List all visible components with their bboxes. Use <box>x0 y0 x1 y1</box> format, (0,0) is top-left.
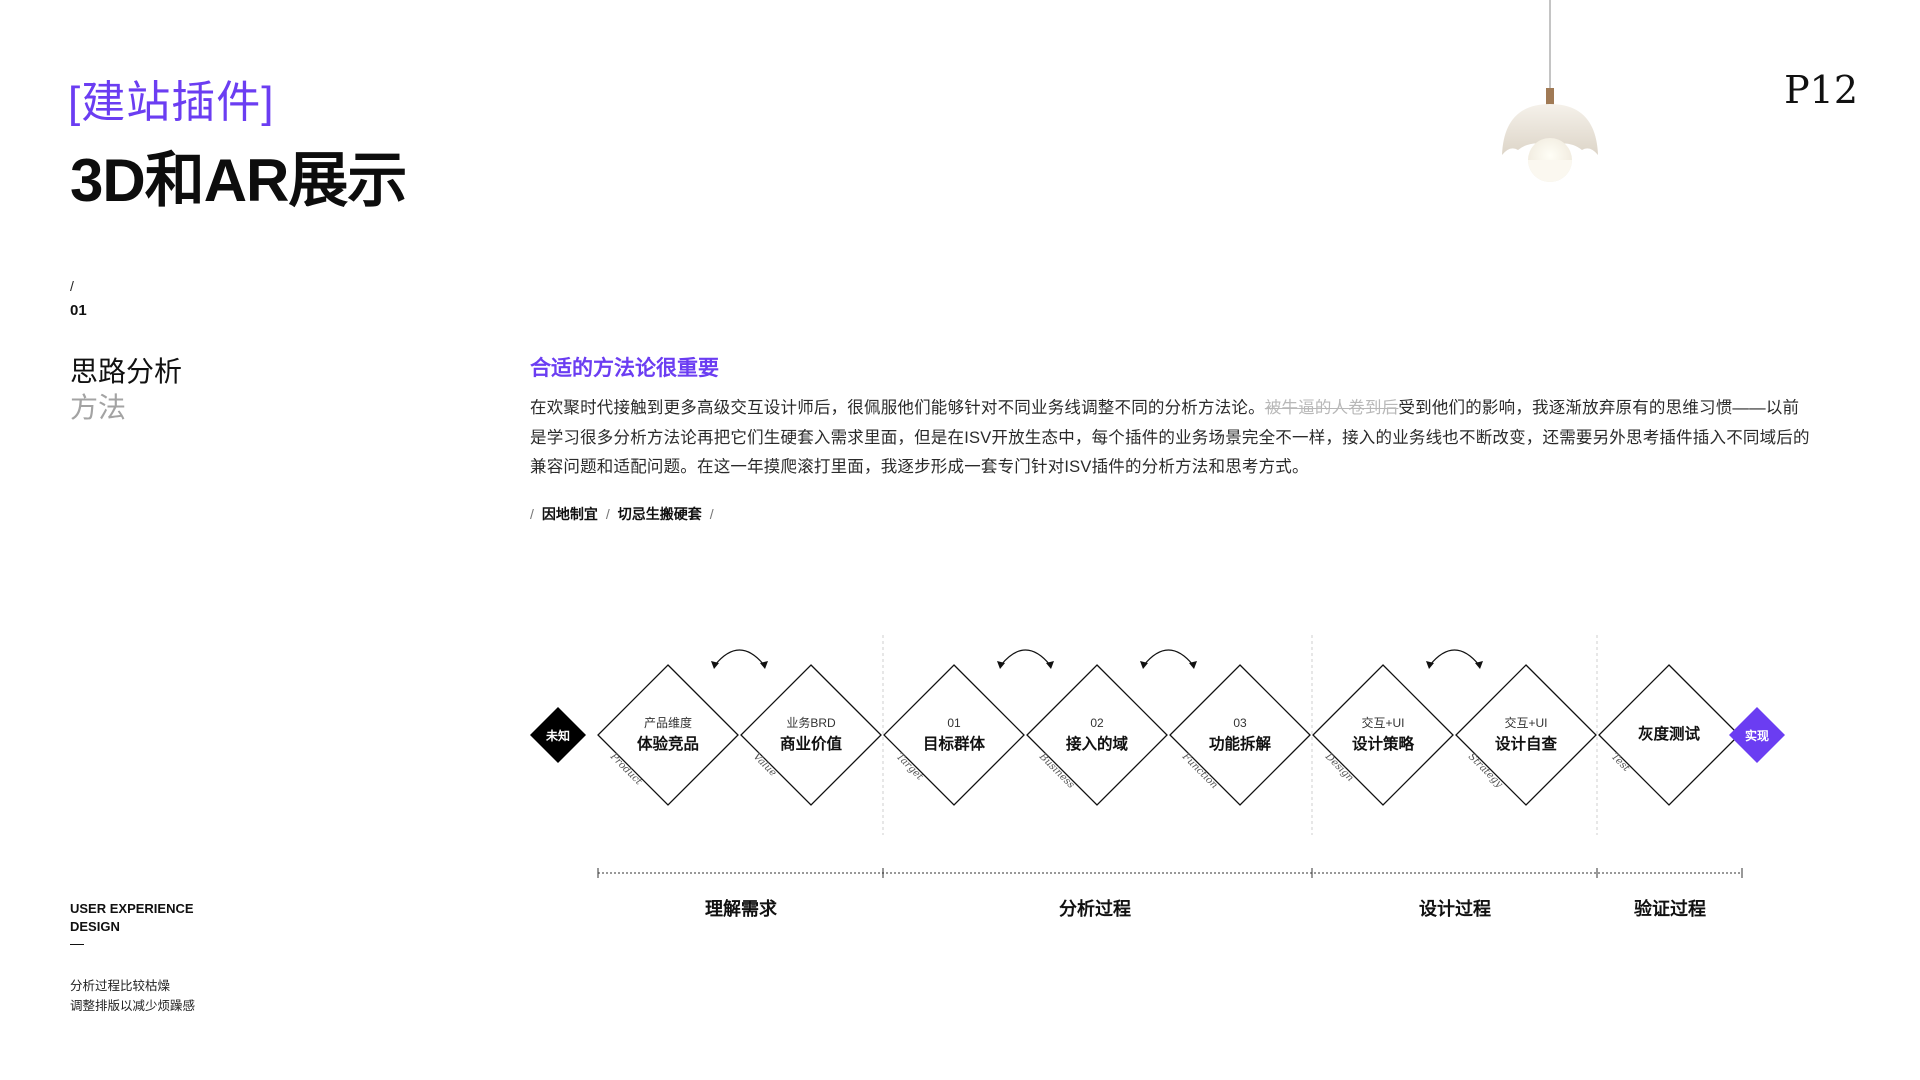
content-heading: 合适的方法论很重要 <box>530 357 719 380</box>
section-number: 01 <box>70 302 87 319</box>
swap-arrow-1 <box>714 649 765 666</box>
swap-arrow-3 <box>1143 649 1194 666</box>
node-en-label-2: Value <box>751 751 779 779</box>
process-node-7 <box>1455 664 1597 806</box>
node-en-label-1: Product <box>607 751 644 788</box>
node-main-label-4: 接入的域 <box>1066 734 1129 753</box>
start-label: 未知 <box>545 728 570 743</box>
node-small-label-3: 01 <box>947 716 961 730</box>
node-main-label-8: 灰度测试 <box>1638 724 1701 743</box>
process-node-3 <box>883 664 1025 806</box>
keyword-1: 因地制宜 <box>541 506 598 522</box>
page-number: P12 <box>1784 68 1858 112</box>
category-tag-text: 建站插件 <box>81 78 262 127</box>
swap-arrowhead-right-1 <box>760 661 768 669</box>
swap-arrow-2 <box>1000 649 1051 666</box>
pendant-lamp-illustration <box>1502 0 1598 182</box>
phase-label-3: 设计过程 <box>1419 899 1491 919</box>
footer-brand: USER EXPERIENCE DESIGN <box>70 901 194 934</box>
swap-arrowhead-right-4 <box>1475 661 1483 669</box>
node-en-label-7: Strategy <box>1466 751 1505 790</box>
start-diamond <box>530 707 586 763</box>
node-main-label-6: 设计策略 <box>1352 734 1415 753</box>
phase-label-4: 验证过程 <box>1634 899 1706 919</box>
node-main-label-3: 目标群体 <box>923 734 986 753</box>
node-en-label-3: Target <box>894 751 926 783</box>
swap-arrowhead-right-2 <box>1046 661 1054 669</box>
process-node-8 <box>1598 664 1740 806</box>
process-node-1 <box>597 664 739 806</box>
node-main-label-5: 功能拆解 <box>1209 734 1272 753</box>
swap-arrowhead-left-2 <box>997 661 1005 669</box>
node-small-label-5: 03 <box>1233 716 1247 730</box>
process-node-2 <box>740 664 882 806</box>
category-tag: [建站插件] <box>68 78 275 127</box>
content-paragraph: 在欢聚时代接触到更多高级交互设计师后，很佩服他们能够针对不同业务线调整不同的分析… <box>530 399 1810 476</box>
node-main-label-7: 设计自查 <box>1495 734 1558 753</box>
node-small-label-1: 产品维度 <box>644 715 692 730</box>
process-node-4 <box>1026 664 1168 806</box>
page-title: 3D和AR展示 <box>70 147 407 214</box>
swap-arrowhead-left-4 <box>1426 661 1434 669</box>
node-small-label-7: 交互+UI <box>1504 715 1547 730</box>
keyword-2: 切忌生搬硬套 <box>617 506 702 522</box>
phase-label-1: 理解需求 <box>705 899 777 919</box>
strikethrough-text: 被牛逼的人卷到后 <box>1264 399 1399 417</box>
node-small-label-4: 02 <box>1090 716 1104 730</box>
phase-label-2: 分析过程 <box>1059 899 1131 919</box>
section-subtitle: 方法 <box>70 392 127 423</box>
footer-divider <box>70 944 84 945</box>
section-title: 思路分析 <box>70 356 183 387</box>
node-en-label-5: Function <box>1179 751 1219 791</box>
process-node-6 <box>1312 664 1454 806</box>
node-en-label-4: Business <box>1036 751 1076 791</box>
swap-arrowhead-left-3 <box>1140 661 1148 669</box>
section-slash: / <box>70 278 74 294</box>
node-small-label-2: 业务BRD <box>786 715 836 730</box>
swap-arrow-4 <box>1429 649 1480 666</box>
node-main-label-2: 商业价值 <box>780 734 843 753</box>
swap-arrowhead-right-3 <box>1189 661 1197 669</box>
node-small-label-6: 交互+UI <box>1361 715 1404 730</box>
swap-arrowhead-left-1 <box>711 661 719 669</box>
keyword-row: /因地制宜/切忌生搬硬套/ <box>530 506 714 522</box>
node-en-label-8: Test <box>1609 751 1632 774</box>
end-label: 实现 <box>1745 728 1769 743</box>
end-diamond <box>1729 707 1785 763</box>
node-en-label-6: Design <box>1322 751 1355 784</box>
process-node-5 <box>1169 664 1311 806</box>
footer-note: 分析过程比较枯燥 调整排版以减少烦躁感 <box>70 979 196 1013</box>
node-main-label-1: 体验竞品 <box>637 734 699 753</box>
